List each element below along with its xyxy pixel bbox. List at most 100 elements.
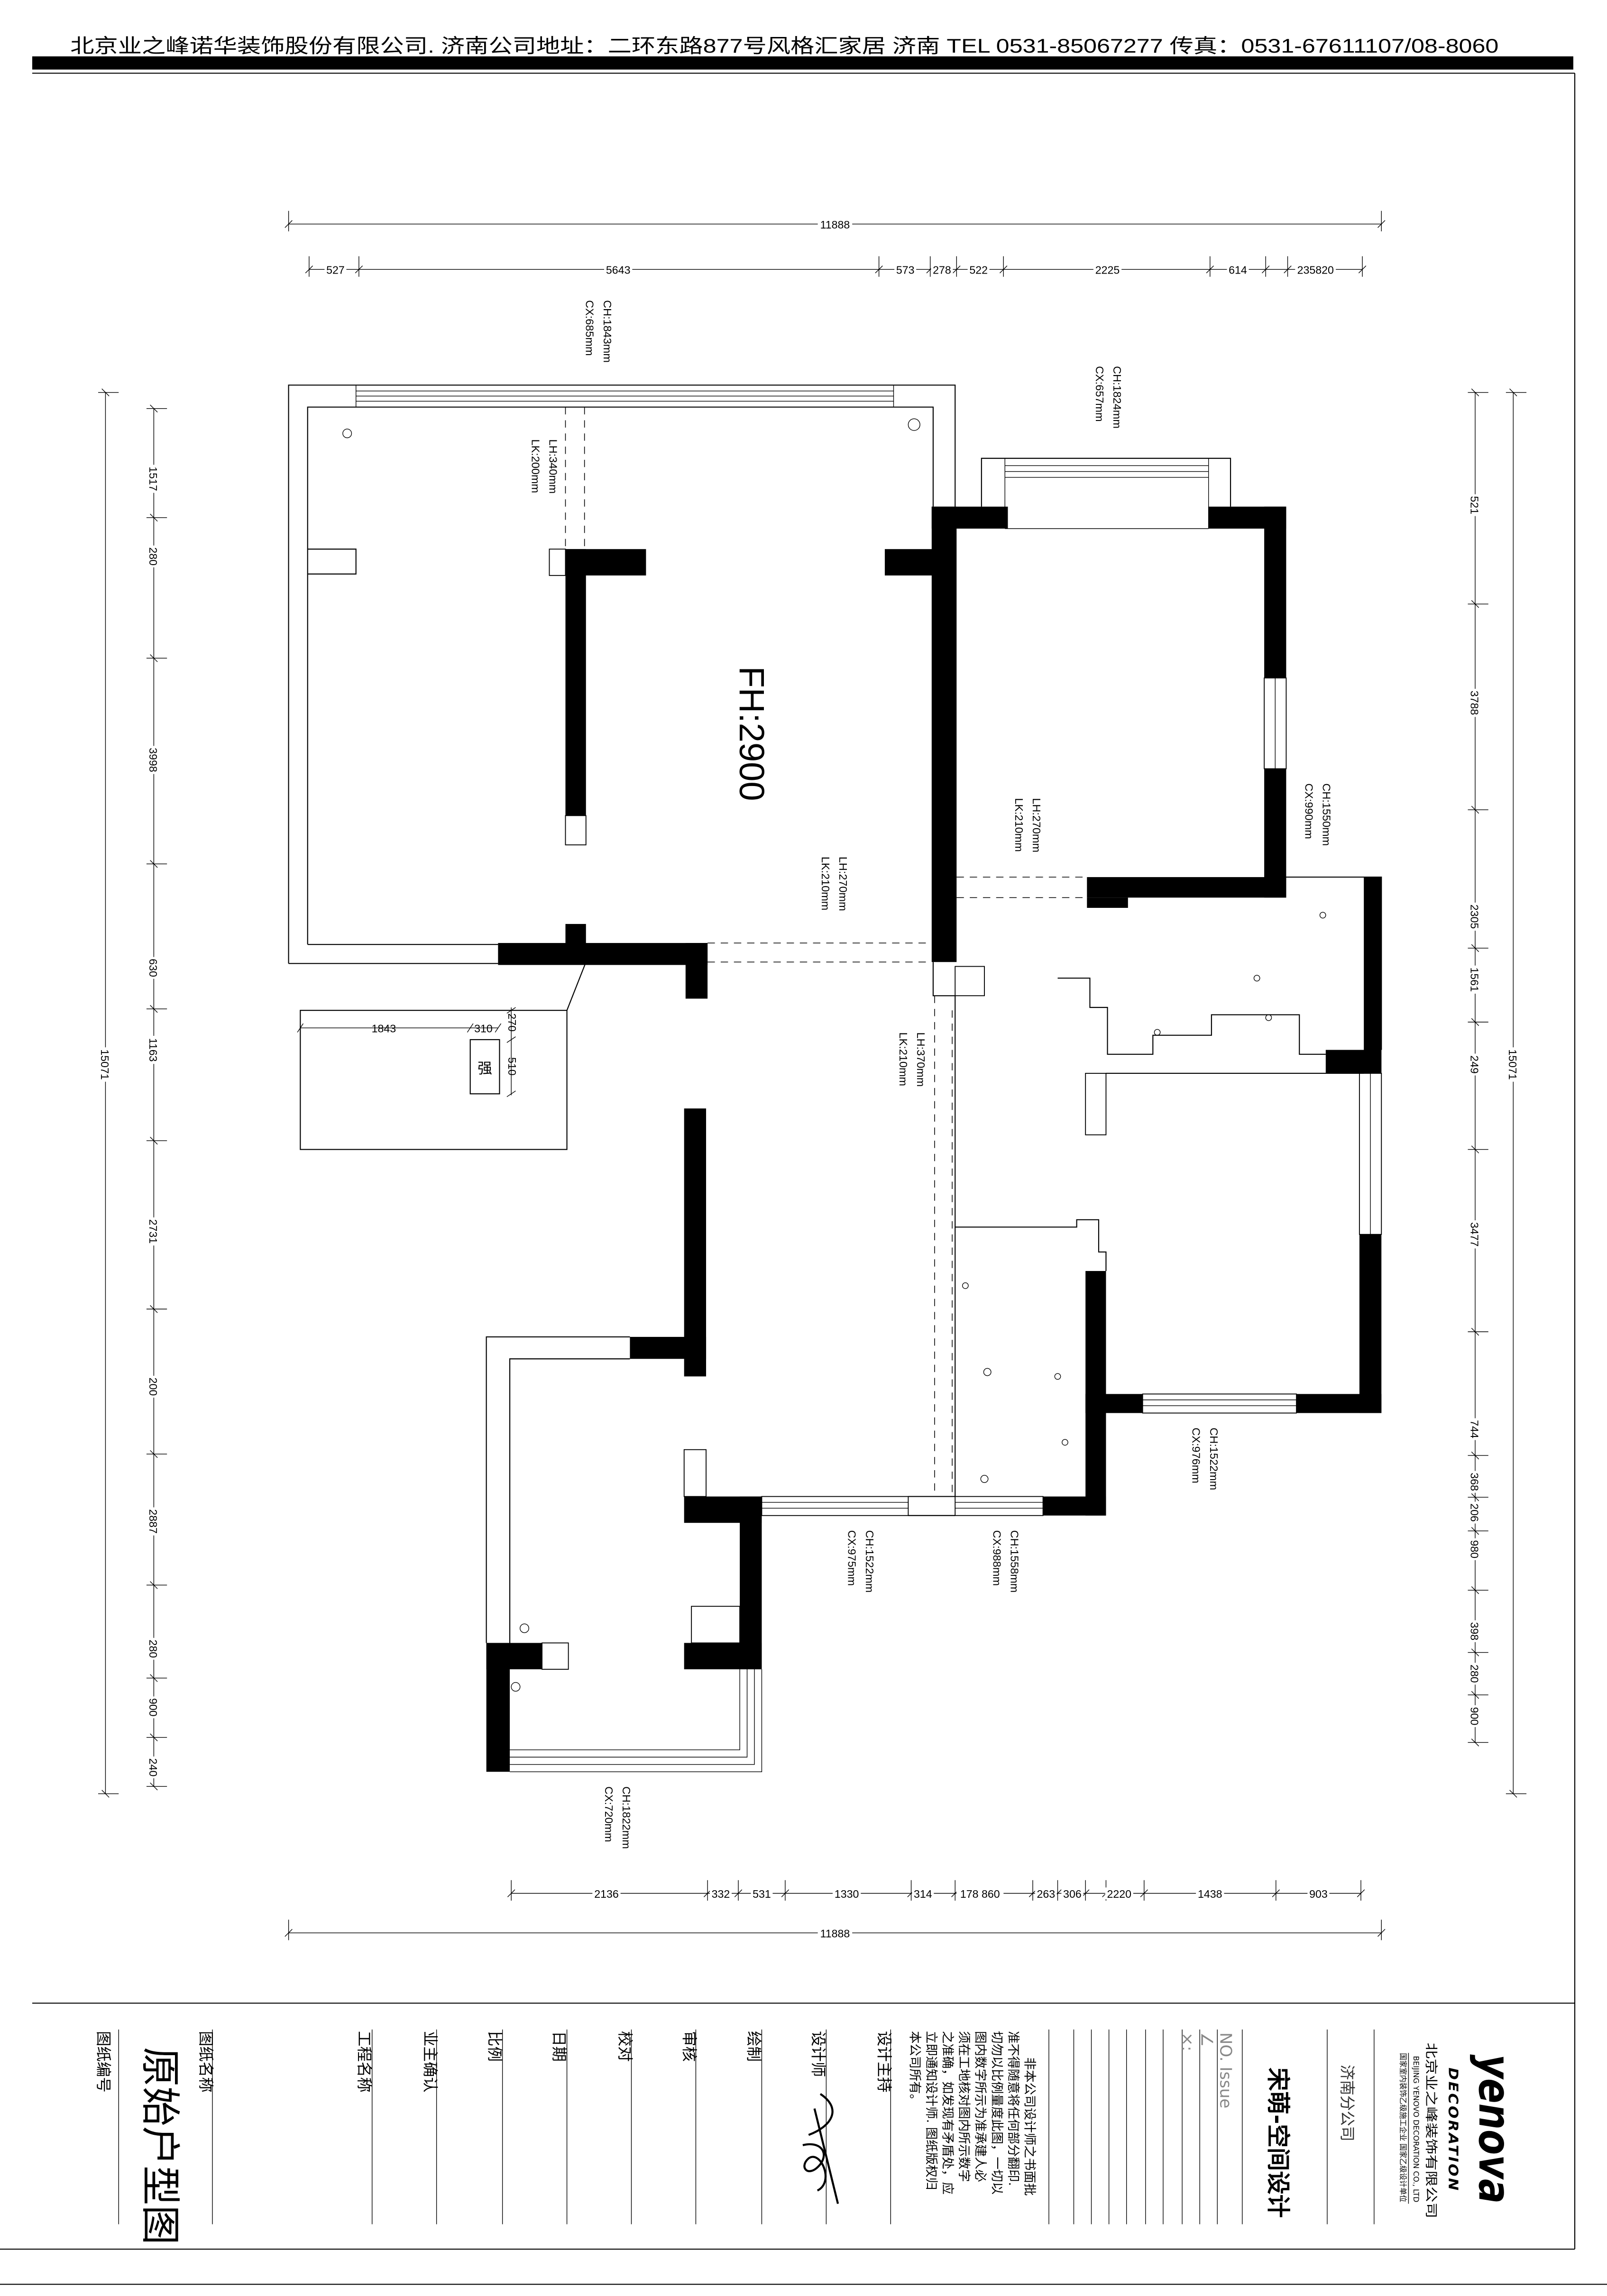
dimension-label: 1438	[1198, 1888, 1222, 1900]
dimension-label: 531	[753, 1888, 771, 1900]
dimension-label: 522	[969, 264, 988, 276]
issue-number-label: NO. Issue	[1216, 2032, 1235, 2108]
label-bg	[1469, 1663, 1481, 1685]
tick-mark	[1509, 388, 1517, 396]
opening-height: CH:1550mm	[1321, 783, 1333, 846]
dimension-label: 521	[1469, 496, 1481, 514]
dimension-label: 240	[147, 1758, 159, 1777]
tick-mark	[1471, 1018, 1479, 1026]
label-bg	[148, 1637, 160, 1660]
tick-mark	[1357, 1889, 1365, 1897]
dimension-label: 314	[914, 1888, 932, 1900]
drain-icon	[1154, 1029, 1161, 1036]
column-notch	[307, 549, 357, 575]
tick-mark	[953, 265, 961, 274]
dimension-label: 980	[1469, 1540, 1481, 1558]
tick-mark	[1471, 1451, 1479, 1460]
label-bg	[832, 1887, 861, 1899]
title-block-text: 图纸编号 原始户型图 图纸名称 工程名称 业主确认 比例 日期 校对 审核 绘制…	[94, 2031, 1520, 2245]
opening-height: CH:1558mm	[1009, 1530, 1021, 1593]
label-bg	[817, 1927, 853, 1939]
label-bg	[817, 218, 853, 230]
label-bg	[148, 957, 160, 979]
opening-height: LH:340mm	[547, 439, 559, 494]
dimension-label: 263	[1037, 1888, 1055, 1900]
opening-height: CH:1522mm	[1208, 1427, 1220, 1490]
tick-mark	[150, 1450, 158, 1458]
tick-mark	[355, 265, 363, 274]
label-bg	[1105, 1887, 1133, 1899]
dimension-label: 630	[147, 959, 159, 977]
label-bg	[1295, 263, 1336, 275]
tick-mark	[1471, 1327, 1479, 1336]
bath-outline	[955, 1219, 1107, 1271]
tick-mark	[1471, 1648, 1479, 1656]
sheet-header: 北京业之峰诺华装饰股份有限公司. 济南公司地址：二环东路877号风格汇家居 济南…	[32, 35, 1573, 70]
label-bg	[967, 263, 990, 275]
drain-icon	[1253, 975, 1260, 982]
corridor-outline	[932, 962, 956, 1497]
dimension-label: 280	[1469, 1665, 1481, 1683]
dimension-label: 15071	[1506, 1049, 1519, 1079]
tick-mark	[1471, 1493, 1479, 1501]
tick-mark	[999, 265, 1008, 274]
label-bg	[1307, 1887, 1330, 1899]
dimension-right: 5213788230515612493477744368206980398280…	[1468, 388, 1488, 1747]
header-band	[32, 56, 1573, 70]
tick-mark	[1509, 1790, 1517, 1798]
notice-line: 非本公司设计师之书面批	[1022, 2058, 1037, 2196]
label-bg	[709, 1887, 732, 1899]
dimension-label: 614	[1229, 264, 1247, 276]
lower-room-outline	[486, 1336, 630, 1643]
title-block-grid	[118, 2029, 1375, 2224]
tick-mark	[1471, 1691, 1479, 1699]
label-bg	[148, 1375, 160, 1398]
label-bg	[148, 1507, 160, 1536]
drain-icon	[980, 1475, 989, 1483]
tick-mark	[1471, 944, 1479, 952]
tick-mark	[781, 1889, 790, 1897]
dimension-label: 1330	[835, 1888, 859, 1900]
tick-mark	[150, 1581, 158, 1589]
drawing-number-label: 图纸编号	[94, 2031, 112, 2093]
label-bg	[1469, 965, 1481, 994]
date-label: 日期	[550, 2031, 568, 2062]
tick-mark	[101, 388, 110, 396]
opening-size: LK:200mm	[529, 439, 542, 493]
dimension-label: 2305	[1469, 905, 1481, 929]
dimension-label: 306	[1063, 1888, 1082, 1900]
dimension-label: 3788	[1469, 691, 1481, 715]
owner-confirm-label: 业主确认	[421, 2031, 439, 2093]
opening-size: LK:210mm	[1013, 798, 1025, 851]
tick-mark	[150, 1782, 158, 1791]
dim-label: 270	[506, 1013, 518, 1032]
floor-plan: 强 1843 310 270 510 FH:2900 CH:1843mmCX:6…	[288, 300, 1382, 1849]
drawn-by-label: 绘制	[745, 2031, 763, 2062]
floor-height-label: FH:2900	[732, 666, 771, 801]
tick-mark	[150, 513, 158, 522]
drain-icon	[1054, 1373, 1061, 1380]
tick-mark	[150, 1733, 158, 1741]
opening-height: LH:270mm	[1030, 798, 1043, 852]
dimension-left-total: 15071	[98, 388, 119, 1798]
window-bottom-right	[1142, 1393, 1297, 1414]
label-bg	[1469, 1220, 1481, 1249]
issue-x-label: ×:	[1178, 2032, 1197, 2051]
drain-icon	[520, 1623, 529, 1633]
label-bg	[604, 263, 633, 275]
drain-icon	[1265, 1014, 1272, 1021]
dimension-label: 1517	[147, 467, 159, 491]
logo-wordmark: yenova	[1469, 2054, 1520, 2204]
tick-mark	[150, 654, 158, 662]
branch-name: 济南分公司	[1338, 2065, 1356, 2141]
dim-label: 1843	[372, 1022, 396, 1034]
tick-mark	[1471, 805, 1479, 814]
tick-mark	[1140, 1889, 1148, 1897]
